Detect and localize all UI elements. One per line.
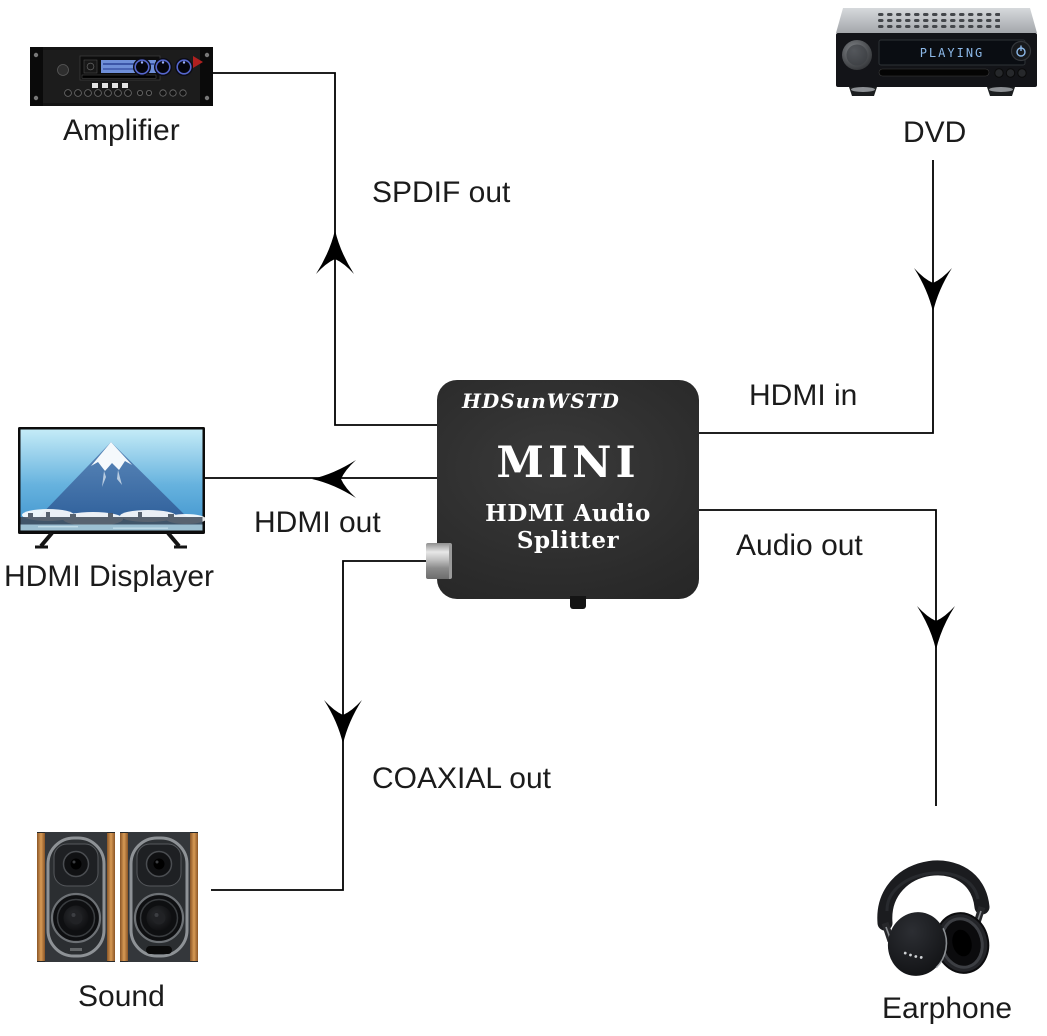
- tv-city-silhouette: [20, 512, 203, 525]
- dvd-power-button: [1010, 40, 1032, 62]
- spdif-out-label: SPDIF out: [372, 176, 511, 209]
- arrow-left-hdmi-out: [312, 460, 356, 498]
- tv-image: [18, 427, 205, 549]
- dvd-display-text: PLAYING: [920, 46, 985, 60]
- earphone-label: Earphone: [882, 992, 1013, 1025]
- amplifier-small-knob: [57, 64, 69, 76]
- dvd-small-buttons: [994, 68, 1027, 78]
- amplifier-rack-screws: [33, 52, 210, 101]
- amplifier-disc-slot: [81, 74, 157, 79]
- headphones-dots: [903, 951, 923, 959]
- wire-hdmi-in: [699, 160, 934, 434]
- amplifier-red-logo: [193, 56, 203, 68]
- speaker-right: [120, 832, 198, 962]
- speaker-port: [146, 946, 172, 954]
- tv-legs: [39, 531, 181, 548]
- hdmi-out-label: HDMI out: [254, 506, 381, 539]
- hdmi-audio-splitter-box: HDSunWSTD MINI HDMI Audio Splitter: [426, 380, 699, 609]
- dvd-vents: [878, 12, 1000, 31]
- arrow-down-hdmi-in: [914, 268, 952, 312]
- wire-audio-out: [699, 509, 937, 806]
- arrow-up-spdif: [316, 230, 354, 274]
- splitter-bottom-tab: [570, 596, 586, 609]
- wire-spdif-out: [213, 72, 437, 426]
- amplifier-knobs: [133, 58, 193, 76]
- dvd-display: PLAYING: [878, 39, 1026, 66]
- sound-label: Sound: [78, 980, 165, 1013]
- speakers-image: [37, 832, 198, 962]
- arrow-down-coaxial-out: [324, 700, 362, 744]
- hdmi-displayer-label: HDMI Displayer: [4, 560, 215, 593]
- wire-coaxial-out: [211, 560, 429, 891]
- headphones-left-earcup: [887, 912, 948, 976]
- tv-mount-fuji: [36, 442, 190, 520]
- amplifier-buttons: [92, 83, 128, 88]
- speaker-left: [37, 832, 115, 962]
- dvd-player-image: PLAYING: [836, 8, 1037, 96]
- tv-screen: [20, 429, 205, 531]
- headphones-image: [877, 860, 990, 976]
- amplifier-jacks: [64, 89, 187, 97]
- dvd-label: DVD: [903, 116, 967, 149]
- splitter-brand-logo: HDSunWSTD: [462, 389, 620, 413]
- amplifier-image: [30, 47, 213, 106]
- splitter-title: MINI: [496, 438, 640, 488]
- dvd-feet: [849, 87, 1015, 96]
- headphones-right-earpad: [934, 912, 990, 974]
- coaxial-connector: [426, 543, 452, 579]
- hdmi-in-label: HDMI in: [749, 379, 858, 412]
- arrow-down-audio-out: [917, 606, 955, 650]
- audio-out-label: Audio out: [736, 529, 863, 562]
- splitter-subtitle: HDMI Audio Splitter: [485, 500, 651, 554]
- dvd-disc-slot: [878, 68, 990, 77]
- coaxial-out-label: COAXIAL out: [372, 762, 551, 795]
- amplifier-label: Amplifier: [63, 114, 180, 147]
- tv-water: [20, 524, 203, 531]
